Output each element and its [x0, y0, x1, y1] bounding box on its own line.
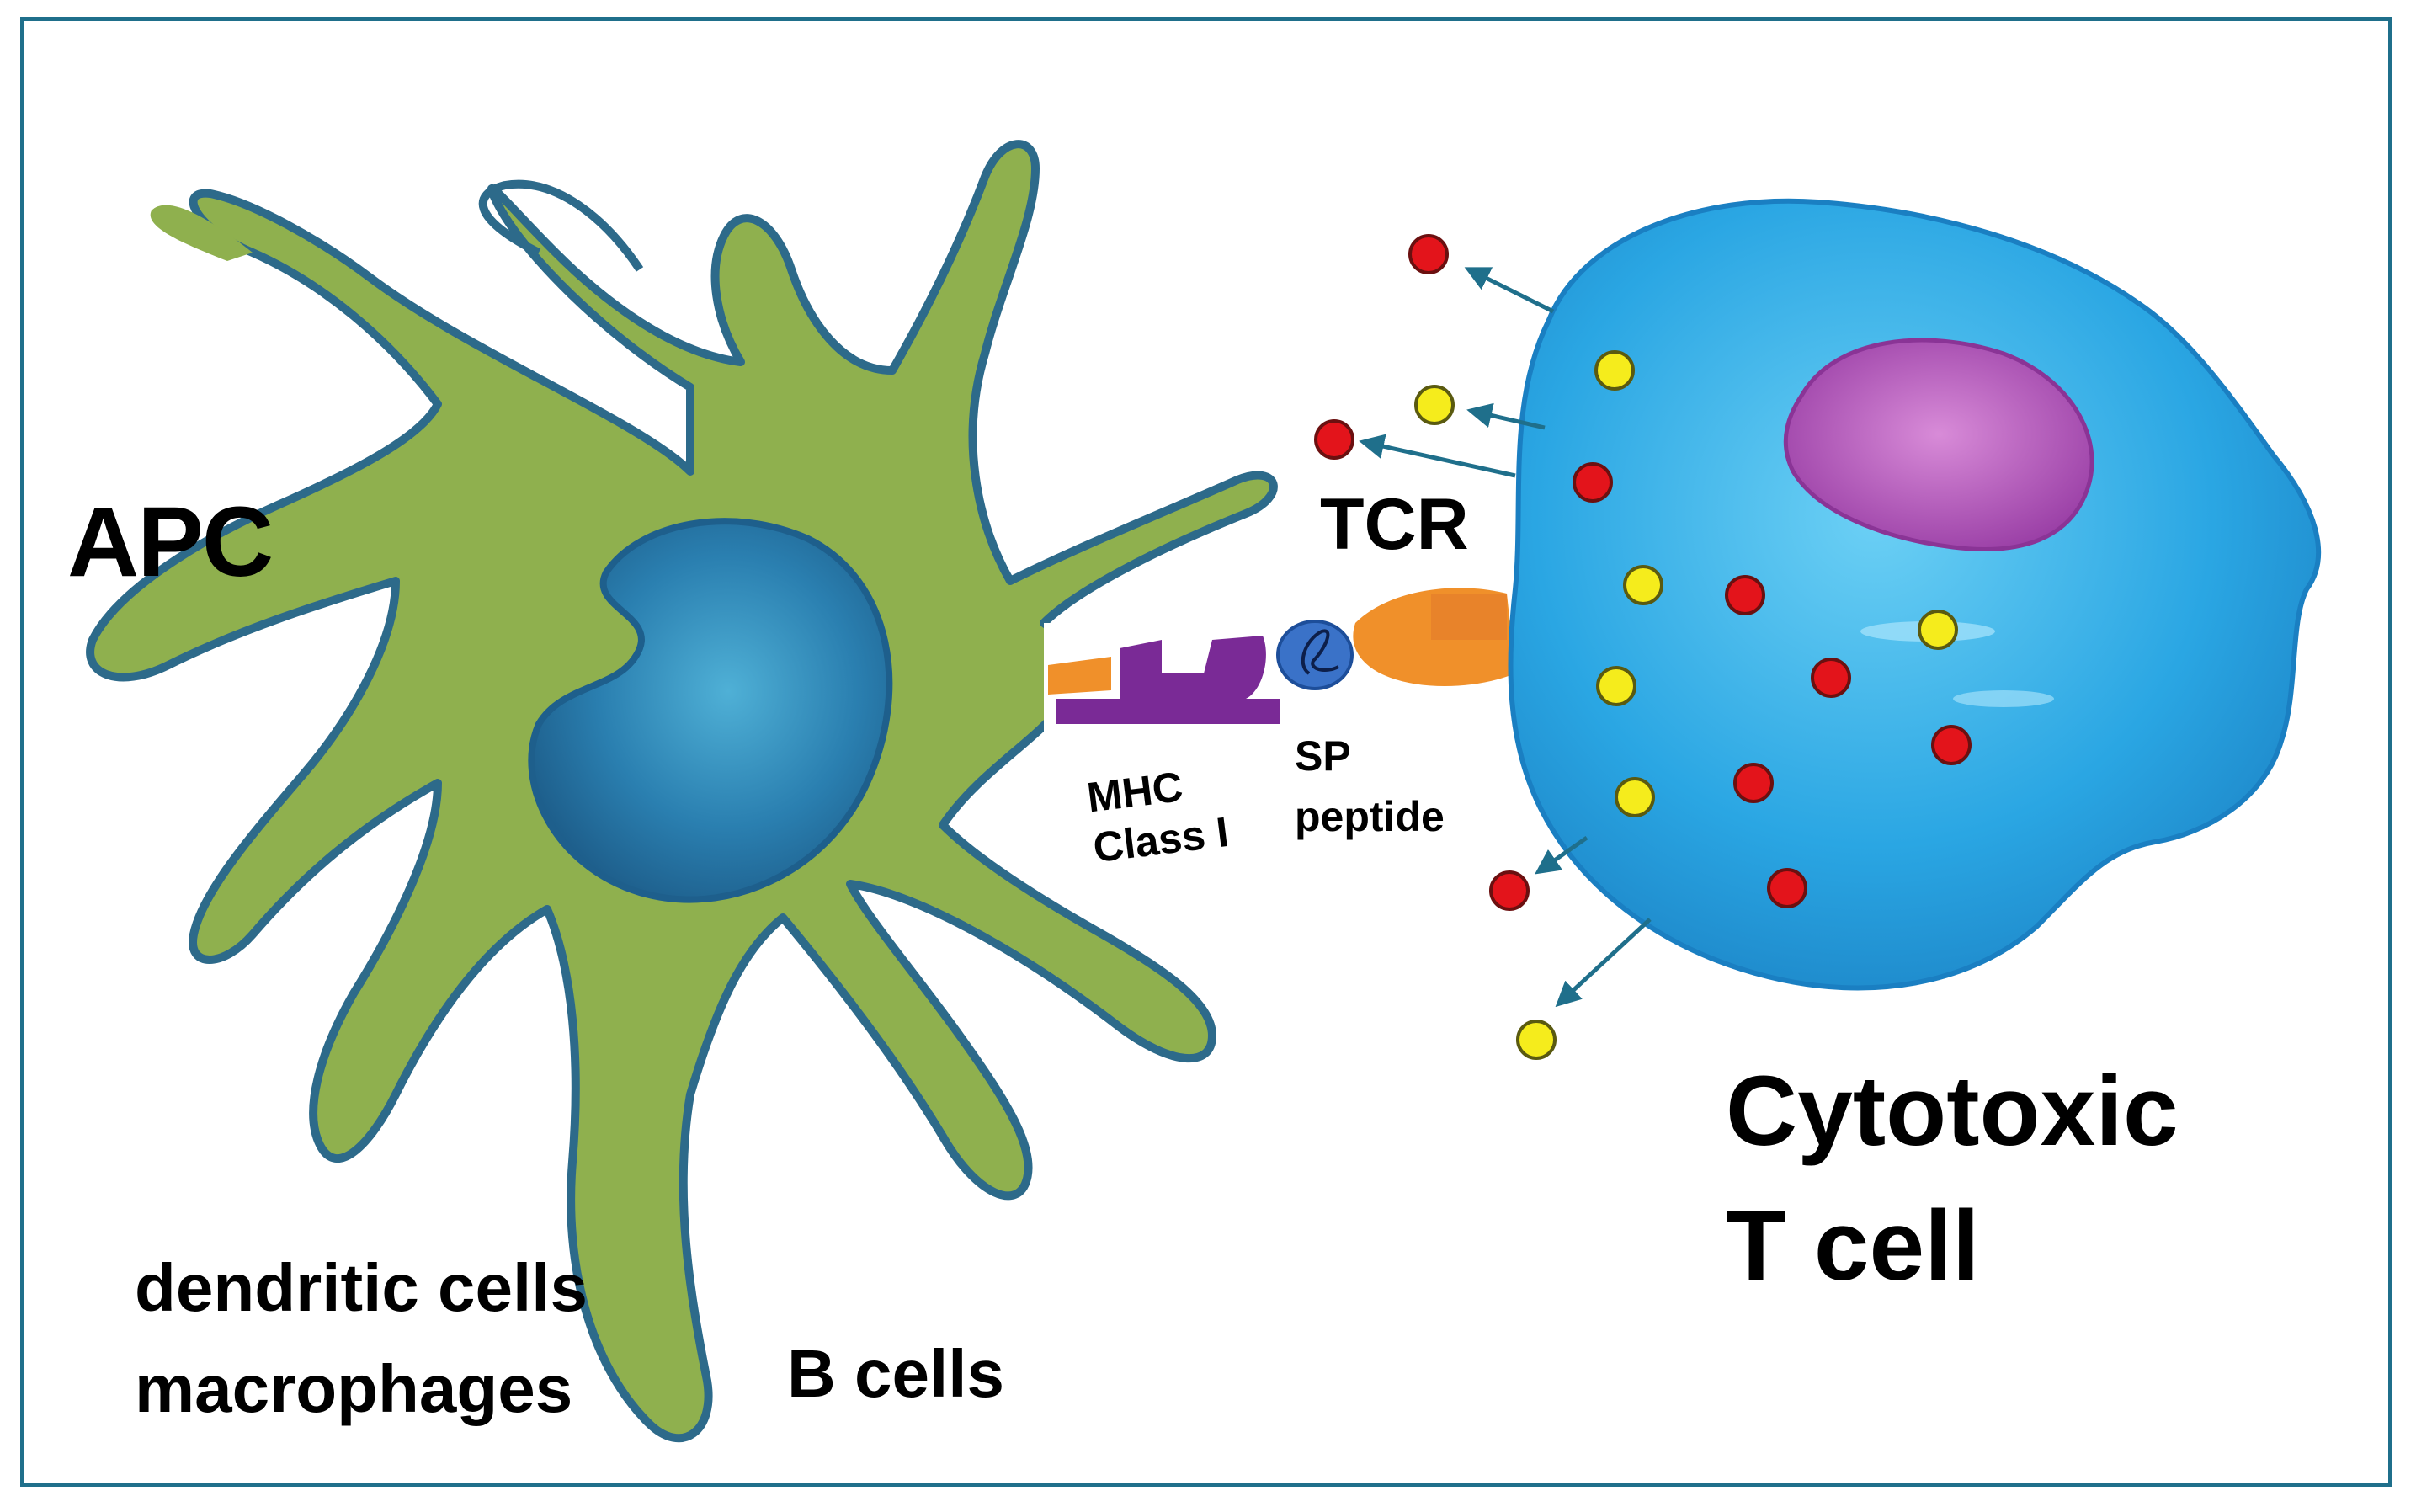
tcr-label: TCR	[1320, 484, 1469, 565]
tcell-nucleus	[1783, 338, 2094, 551]
apc-process	[478, 179, 644, 272]
apc-process	[150, 205, 253, 261]
synapse-complex	[1044, 588, 1515, 741]
granzyme-granule-red	[1725, 575, 1765, 615]
cytotoxic-t-cell-label: Cytotoxic T cell	[1726, 1044, 2179, 1313]
perforin-granule-yellow	[1615, 777, 1655, 817]
apc-type-macrophages: macrophages	[135, 1351, 573, 1426]
perforin-granule-yellow	[1594, 350, 1635, 391]
granzyme-granule-red	[1314, 419, 1354, 460]
peptide-squiggle	[1301, 629, 1339, 675]
apc-label: APC	[67, 487, 274, 598]
perforin-granule-yellow	[1918, 610, 1958, 650]
sp-label-line1: SP	[1295, 732, 1351, 780]
granules-internal	[1573, 350, 1972, 908]
release-arrow	[1555, 918, 1652, 1008]
apc-types-label: dendritic cells macrophages	[135, 1238, 588, 1440]
tcr-arm	[1431, 594, 1507, 640]
mhc-class-i-label: MHC Class I	[1084, 756, 1232, 873]
sp-label-line2: peptide	[1295, 793, 1445, 840]
perforin-granule-yellow	[1414, 385, 1455, 425]
apc-nucleus	[528, 518, 893, 903]
perforin-granule-yellow	[1516, 1020, 1557, 1060]
granzyme-granule-red	[1811, 658, 1851, 698]
release-arrow	[1464, 267, 1555, 314]
granzyme-granule-red	[1931, 725, 1972, 765]
perforin-granule-yellow	[1623, 565, 1663, 605]
granzyme-granule-red	[1767, 868, 1807, 908]
apc-cell	[86, 140, 1278, 1443]
mhc-stalk	[1048, 657, 1111, 695]
granzyme-granule-red	[1489, 870, 1530, 911]
granzyme-granule-red	[1733, 763, 1774, 803]
apc-type-b-cells: B cells	[787, 1336, 1004, 1411]
release-arrow	[1359, 434, 1516, 478]
release-arrow	[1535, 835, 1588, 875]
sp-peptide-label: SP peptide	[1295, 726, 1445, 847]
granzyme-granule-red	[1408, 234, 1449, 274]
granules-released	[1314, 234, 1652, 1060]
sp-peptide	[1276, 620, 1354, 690]
tcell-highlight	[1953, 690, 2054, 707]
tcell-body	[1508, 198, 2321, 991]
mhc-class-i-molecule	[1056, 636, 1280, 724]
perforin-granule-yellow	[1596, 666, 1636, 706]
tcell-label-line1: Cytotoxic	[1726, 1056, 2179, 1167]
granzyme-granule-red	[1573, 462, 1613, 503]
release-arrow	[1466, 402, 1546, 430]
tcell-label-line2: T cell	[1726, 1190, 1980, 1302]
cytotoxic-t-cell	[1508, 198, 2321, 991]
apc-type-dendritic: dendritic cells	[135, 1250, 588, 1325]
